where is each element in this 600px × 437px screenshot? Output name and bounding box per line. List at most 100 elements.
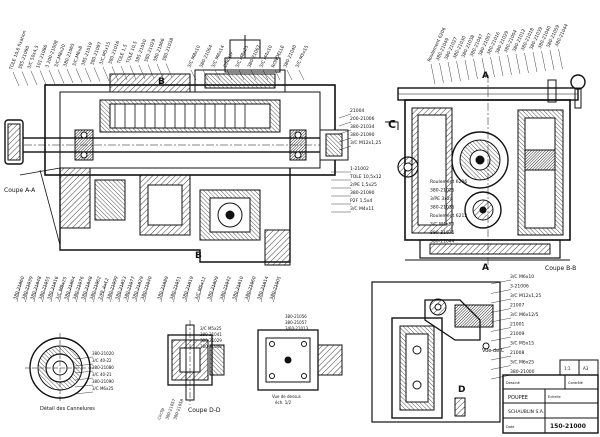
leader-line: [524, 52, 529, 74]
view-marker-c: C: [388, 118, 396, 131]
callout-label: 21004: [350, 108, 364, 114]
title-format: A3: [583, 366, 589, 371]
leader-line: [67, 281, 73, 303]
view-c: D: [371, 281, 501, 423]
leader-line: [481, 57, 487, 79]
leader-line: [273, 281, 278, 303]
callout-label: Roulement 6212: [430, 213, 467, 219]
leader-line: [33, 281, 39, 303]
title-designation: POUPEE: [508, 395, 528, 401]
view-marker-a-bottom: A: [482, 263, 489, 273]
leader-line: [490, 336, 512, 342]
callout-label: TOLE 10,5x12: [349, 174, 382, 180]
title-row-date: Date: [506, 425, 514, 429]
leader-line: [39, 70, 47, 85]
callout-label: 3/C M12x1,25: [350, 140, 381, 146]
leader-line: [74, 377, 94, 381]
leader-line: [515, 53, 521, 75]
callout-label: 380-21056: [285, 314, 307, 319]
leader-line: [447, 61, 453, 83]
callout-label: 380-21044: [430, 239, 455, 245]
leader-line: [490, 298, 512, 304]
leader-line: [439, 62, 444, 84]
top-view-scale: éch. 1/2: [275, 400, 292, 405]
leader-line: [473, 58, 478, 80]
leader-line: [226, 69, 233, 81]
spline-detail-title: Détail des Cannelures: [40, 405, 95, 412]
leader-line: [490, 355, 512, 361]
section-aa-title: Coupe A-A: [4, 187, 36, 194]
leader-line: [490, 56, 495, 78]
leader-line: [338, 129, 352, 135]
gear-detail: C: [385, 118, 419, 178]
title-row-checked: Contrôlé: [568, 381, 583, 385]
leader-line: [456, 60, 461, 82]
leader-line: [84, 281, 90, 303]
callout-label: 380-21029: [200, 338, 222, 343]
leader-line: [338, 137, 352, 143]
leader-line: [76, 281, 81, 303]
title-scale-value: 1:1: [564, 366, 571, 371]
callout-label: Circlip: [156, 407, 165, 421]
callout-label: 380-21090: [350, 132, 375, 138]
callout-label: 3-21006: [510, 284, 529, 290]
callout-label: 380-21075: [430, 230, 455, 236]
leader-line: [160, 281, 166, 303]
leader-line: [490, 365, 512, 370]
callout-label: 3/C M4x50: [430, 222, 454, 228]
callout-label: 380-21035: [430, 205, 455, 211]
leader-line: [198, 281, 203, 303]
leader-line: [338, 121, 352, 127]
leader-line: [173, 281, 178, 303]
leader-line: [464, 59, 470, 81]
leader-line: [202, 69, 209, 81]
callout-label: 3/C M6x25: [510, 360, 534, 366]
spline-detail: [25, 333, 95, 403]
callout-label: 3/PE 3x24: [430, 196, 453, 202]
leader-line: [185, 281, 191, 303]
leader-line: [490, 327, 512, 332]
callout-label: 21007: [510, 303, 524, 309]
leader-line: [165, 63, 173, 78]
leader-line: [490, 317, 512, 323]
leader-line: [430, 63, 436, 85]
leader-line: [50, 281, 56, 303]
leader-line: [223, 281, 228, 303]
leader-line: [48, 69, 56, 85]
callout-label: 21008: [510, 350, 524, 356]
view-marker-b-bottom: B: [195, 251, 202, 261]
callout-label: 3/C M6x10: [510, 274, 534, 280]
leader-line: [111, 66, 119, 81]
leader-line: [144, 281, 149, 303]
leader-line: [274, 69, 281, 81]
leader-line: [490, 346, 512, 351]
leader-line: [101, 281, 107, 303]
leader-line: [118, 281, 124, 303]
callout-label: 380-21000: [510, 369, 535, 375]
leader-line: [21, 71, 29, 86]
leader-line: [93, 281, 98, 303]
callout-label: 380-21020: [92, 351, 114, 356]
callout-label: 3/C 40-21: [92, 372, 112, 377]
leader-line: [25, 281, 30, 303]
leader-line: [210, 281, 216, 303]
leader-line: [66, 68, 74, 84]
leader-line: [74, 384, 94, 388]
leader-line: [12, 71, 20, 87]
leader-line: [190, 69, 197, 81]
top-view: [257, 329, 343, 391]
leader-line: [74, 391, 94, 395]
callout-label: 2/PE 1,5x25: [350, 182, 377, 188]
leader-line: [338, 113, 352, 119]
callout-label: 3/C M6x25: [92, 386, 114, 391]
title-row-scale: Echelle: [548, 395, 561, 399]
leader-line: [74, 370, 94, 374]
leader-line: [298, 69, 305, 81]
callout-label: 21001: [510, 322, 524, 328]
callout-label: 380-21057: [285, 320, 307, 325]
leader-line: [16, 281, 22, 303]
leader-line: [30, 70, 38, 86]
leader-line: [42, 281, 47, 303]
leader-line: [57, 69, 65, 84]
